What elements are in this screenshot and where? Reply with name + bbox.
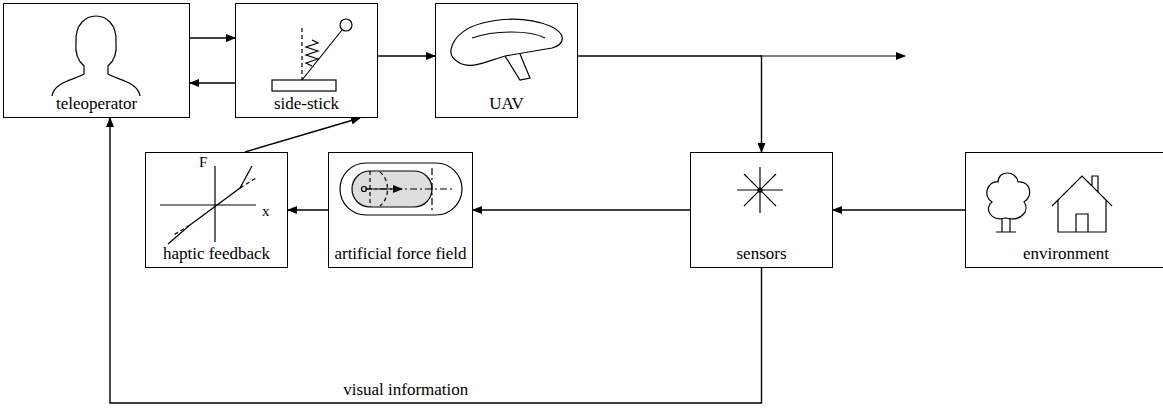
side-stick-symbol xyxy=(272,19,352,91)
sensor-symbol xyxy=(737,167,783,213)
environment-box: environment xyxy=(965,152,1163,268)
node-label: haptic feedback xyxy=(146,244,287,264)
sensor-box: sensors xyxy=(690,152,833,268)
node-label: side-stick xyxy=(236,94,377,114)
connector-arrow xyxy=(190,82,235,83)
person-silhouette xyxy=(52,16,140,96)
connector-arrow xyxy=(110,118,762,403)
connector-arrow xyxy=(833,209,965,210)
environment-icons xyxy=(987,173,1112,232)
connector-arrow xyxy=(578,56,762,152)
connector-arrow xyxy=(473,209,690,210)
connector-arrow xyxy=(378,55,435,56)
force-field-symbol xyxy=(340,163,462,215)
connector-arrow xyxy=(288,209,328,210)
edge-label: visual information xyxy=(341,380,470,400)
force-field-box: artificial force field xyxy=(328,152,473,268)
force-displacement-graph xyxy=(160,166,256,244)
node-label: sensors xyxy=(691,244,832,264)
node-label: environment xyxy=(966,244,1163,264)
side-stick-box: side-stick xyxy=(235,3,378,118)
axis-label: F xyxy=(199,154,207,171)
node-label: artificial force field xyxy=(329,244,472,264)
connector-arrow xyxy=(190,37,235,38)
person-box: teleoperator xyxy=(3,3,190,118)
node-label: UAV xyxy=(436,94,577,114)
uav-box: UAV xyxy=(435,3,578,118)
output-arrow xyxy=(760,55,905,56)
connector-arrow xyxy=(245,118,360,152)
uav-outline xyxy=(451,19,562,80)
node-label: teleoperator xyxy=(4,94,189,114)
axis-label: x xyxy=(262,203,270,220)
